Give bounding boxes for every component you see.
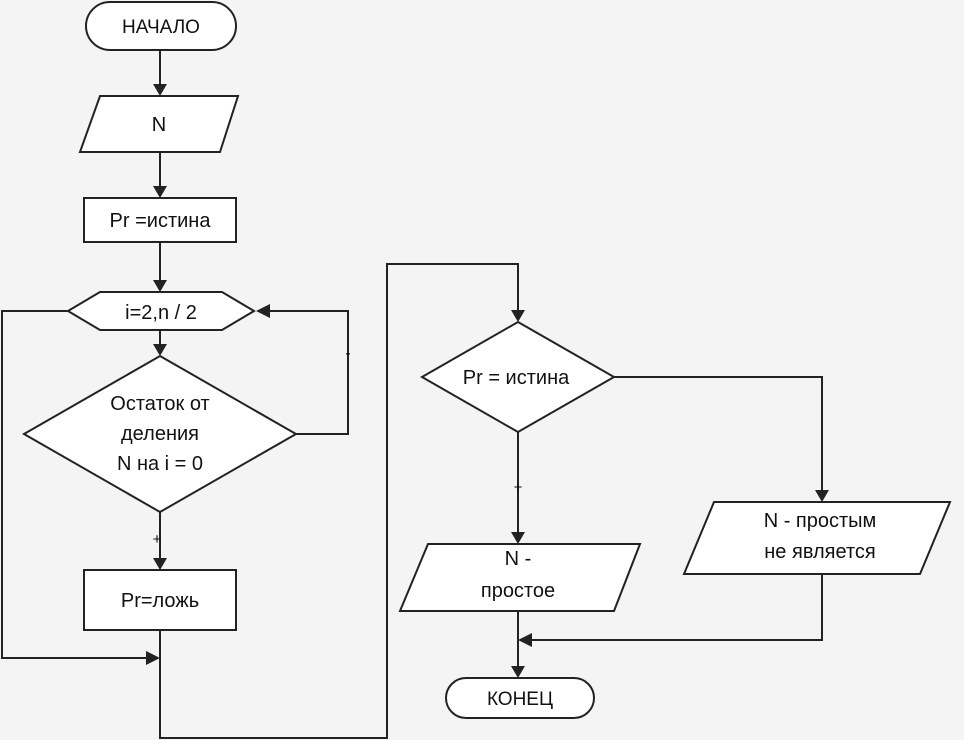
arrowhead-loopback — [256, 304, 270, 318]
set-false-label: Pr=ложь — [121, 590, 199, 612]
arrowhead-init — [153, 186, 167, 198]
connector-lines — [1, 50, 823, 739]
arrowhead-merge — [518, 633, 532, 647]
end-label: КОНЕЦ — [487, 689, 553, 710]
set-false-shape — [83, 569, 237, 631]
arrowhead-final-check — [511, 310, 525, 322]
prime-output: N - простое — [398, 543, 642, 612]
plus-label-left: + — [153, 531, 162, 548]
start-shape — [85, 1, 237, 51]
not-prime-output: N - простым не является — [682, 501, 952, 575]
final-check: Pr = истина — [419, 320, 617, 434]
not-prime-output-line-2: не является — [764, 541, 875, 563]
arrowhead-loop — [153, 280, 167, 292]
loop-block: i=2,n / 2 — [66, 291, 256, 331]
arrowhead-check — [153, 344, 167, 356]
arrowheads — [146, 84, 829, 678]
remainder-check: Остаток от деления N на i = 0 — [21, 354, 299, 514]
init-shape — [83, 197, 237, 243]
arrowhead-loop-exit — [146, 651, 160, 665]
end-terminator: КОНЕЦ — [445, 677, 595, 719]
connector-final-no — [614, 376, 823, 494]
check-line-2: деления — [121, 423, 199, 445]
plus-label-right: + — [514, 479, 523, 496]
arrowhead-set-false — [153, 558, 167, 570]
minus-label: - — [345, 345, 350, 362]
set-false-process: Pr=ложь — [83, 569, 237, 631]
connector-loop-exit — [1, 310, 152, 659]
check-shape — [21, 354, 299, 514]
start-terminator: НАЧАЛО — [85, 1, 237, 51]
prime-output-line-2: простое — [481, 580, 555, 602]
not-prime-output-line-1: N - простым — [764, 510, 877, 532]
start-label: НАЧАЛО — [122, 17, 200, 38]
connector-notprime-merge — [528, 574, 823, 641]
check-line-1: Остаток от — [110, 393, 209, 415]
init-label: Pr =истина — [110, 210, 212, 232]
init-process: Pr =истина — [83, 197, 237, 243]
loop-shape — [66, 291, 256, 331]
input-block: N — [78, 95, 240, 153]
prime-output-line-1: N - — [505, 548, 532, 570]
not-prime-output-shape — [682, 501, 952, 575]
final-check-label: Pr = истина — [463, 367, 570, 389]
connector-check-no-loopback — [266, 310, 349, 435]
connector-to-final-check — [159, 263, 519, 739]
arrowhead-not-prime — [815, 490, 829, 502]
arrowhead-prime — [511, 532, 525, 544]
final-check-shape — [419, 320, 617, 434]
loop-label: i=2,n / 2 — [125, 302, 197, 324]
end-shape — [445, 677, 595, 719]
input-label: N — [152, 114, 166, 136]
arrowhead-end — [511, 666, 525, 678]
arrowhead-input — [153, 84, 167, 96]
check-line-3: N на i = 0 — [117, 453, 203, 475]
prime-output-shape — [398, 543, 642, 612]
input-shape — [78, 95, 240, 153]
